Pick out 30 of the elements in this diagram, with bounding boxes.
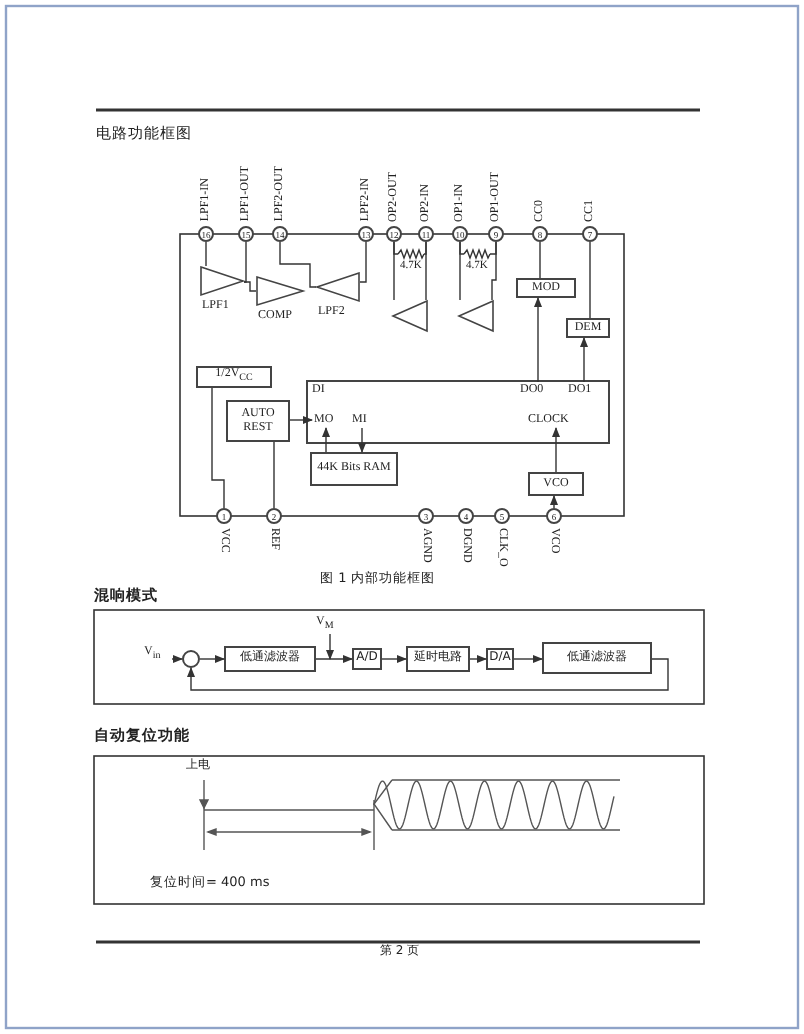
wire <box>423 241 427 255</box>
wire <box>243 281 257 292</box>
wire <box>459 241 465 255</box>
wire <box>539 241 541 279</box>
wire <box>489 241 497 255</box>
wire <box>589 241 591 319</box>
wire <box>359 241 367 283</box>
arrow <box>187 658 669 691</box>
arrow <box>289 416 313 424</box>
summing-circle <box>182 650 200 668</box>
wire <box>393 241 399 255</box>
arrow <box>171 655 183 663</box>
arrow <box>552 427 560 473</box>
wire <box>211 387 225 509</box>
arrow <box>358 427 366 453</box>
arrow <box>580 337 588 383</box>
arrow <box>381 655 407 663</box>
chip-block <box>306 380 610 444</box>
wire <box>273 441 275 509</box>
wire <box>279 241 317 288</box>
arrow <box>322 427 330 453</box>
arrow <box>534 297 542 383</box>
arrow <box>315 655 353 663</box>
arrow <box>550 495 558 509</box>
wire <box>205 241 207 267</box>
arrow <box>513 655 543 663</box>
arrow <box>326 633 334 660</box>
arrow <box>199 655 225 663</box>
wire <box>243 241 247 283</box>
arrow <box>469 655 487 663</box>
